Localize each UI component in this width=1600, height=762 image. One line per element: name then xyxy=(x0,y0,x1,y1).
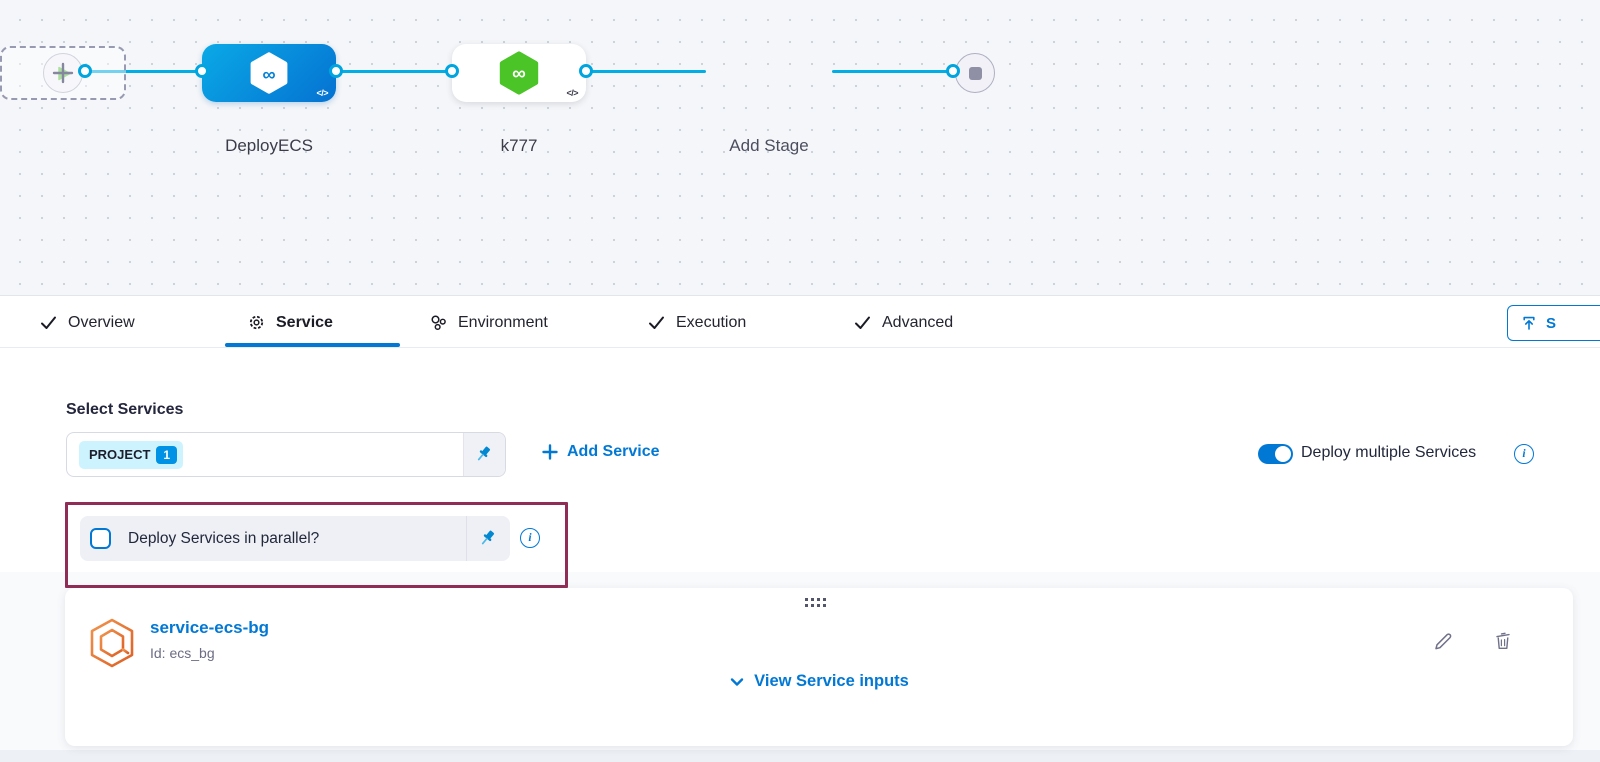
tab-label: Advanced xyxy=(882,313,954,331)
add-stage-label: Add Stage xyxy=(729,136,809,155)
check-icon xyxy=(649,316,664,329)
save-button[interactable]: S xyxy=(1507,305,1600,341)
upload-icon xyxy=(1523,316,1535,330)
view-service-inputs-button[interactable]: View Service inputs xyxy=(65,672,1573,691)
gear-icon xyxy=(249,315,264,330)
deploy-parallel-label: Deploy Services in parallel? xyxy=(128,529,320,547)
project-chip-label: PROJECT xyxy=(89,447,151,462)
edge-addstage-to-end xyxy=(832,70,953,73)
save-button-label: S xyxy=(1546,314,1557,332)
add-stage-button[interactable] xyxy=(0,46,126,100)
page-bottom-strip xyxy=(0,750,1600,762)
pin-parallel-button[interactable] xyxy=(466,516,510,561)
deploy-multiple-label: Deploy multiple Services xyxy=(1301,444,1477,461)
deploy-parallel-field: Deploy Services in parallel? xyxy=(80,516,510,561)
delete-service-button[interactable] xyxy=(1491,629,1515,653)
connector-dot xyxy=(195,64,209,78)
check-icon xyxy=(855,316,870,329)
svg-text:∞: ∞ xyxy=(262,64,275,85)
deploy-parallel-checkbox[interactable] xyxy=(90,528,111,549)
trash-icon xyxy=(1496,632,1510,649)
edit-service-button[interactable] xyxy=(1431,629,1455,653)
stage-label-k777: k777 xyxy=(500,136,538,155)
check-icon xyxy=(41,316,56,329)
plus-icon xyxy=(542,444,558,460)
tab-label: Overview xyxy=(68,313,135,331)
harness-cd-icon: ∞ xyxy=(250,52,288,94)
tab-environment[interactable]: Environment xyxy=(430,297,548,348)
project-chip[interactable]: PROJECT 1 xyxy=(79,440,184,469)
service-hexagon-icon xyxy=(90,618,134,668)
edge-k777-to-addstage xyxy=(586,70,706,73)
deploy-multiple-info-icon[interactable]: i xyxy=(1514,444,1534,464)
tab-label: Execution xyxy=(676,313,747,331)
tab-execution[interactable]: Execution xyxy=(648,297,746,348)
service-name-link[interactable]: service-ecs-bg xyxy=(150,618,270,637)
annotation-highlight-box xyxy=(65,502,568,588)
connector-dot xyxy=(78,64,92,78)
add-service-label: Add Service xyxy=(567,443,660,460)
connector-dot xyxy=(946,64,960,78)
connector-dot xyxy=(445,64,459,78)
toggle-knob xyxy=(1275,446,1291,462)
environment-icon xyxy=(431,315,446,331)
active-tab-underline xyxy=(225,343,400,347)
stage-node-k777[interactable]: ∞ </> xyxy=(452,44,586,102)
svg-text:∞: ∞ xyxy=(512,64,526,85)
pipeline-canvas: ∞ </> ∞ </> DeployECS k777 Add Stage xyxy=(0,0,1600,296)
deploy-multiple-toggle[interactable] xyxy=(1258,444,1293,464)
pin-input-button[interactable] xyxy=(463,433,505,476)
yaml-code-badge: </> xyxy=(316,88,328,98)
service-card: service-ecs-bg Id: ecs_bg View Service i… xyxy=(65,588,1573,746)
harness-cd-icon-green: ∞ xyxy=(499,51,539,95)
plus-icon xyxy=(52,62,74,84)
yaml-code-badge: </> xyxy=(566,88,578,98)
connector-dot xyxy=(579,64,593,78)
stop-icon xyxy=(968,66,982,80)
add-service-button[interactable]: Add Service xyxy=(542,443,659,461)
pin-icon xyxy=(481,530,495,545)
connector-dot xyxy=(329,64,343,78)
view-service-inputs-label: View Service inputs xyxy=(754,672,909,690)
chevron-down-icon xyxy=(730,677,744,686)
deploy-parallel-info-icon[interactable]: i xyxy=(520,528,540,548)
tab-advanced[interactable]: Advanced xyxy=(854,297,953,348)
stage-config-tabbar: Overview Service Environment Execution A… xyxy=(0,297,1600,348)
select-services-label: Select Services xyxy=(66,401,184,418)
tab-label: Environment xyxy=(458,313,548,331)
service-id: Id: ecs_bg xyxy=(150,645,215,661)
tab-overview[interactable]: Overview xyxy=(40,297,135,348)
pin-icon xyxy=(477,446,491,461)
drag-handle[interactable] xyxy=(805,598,826,607)
pencil-icon xyxy=(1435,633,1452,650)
tab-label: Service xyxy=(276,313,333,331)
edge-start-to-deployecs xyxy=(85,70,202,73)
select-services-input[interactable]: PROJECT 1 xyxy=(66,432,506,477)
stage-label-deployecs: DeployECS xyxy=(225,136,313,155)
stage-node-deployecs[interactable]: ∞ </> xyxy=(202,44,336,102)
project-chip-count: 1 xyxy=(156,445,178,464)
edge-deployecs-to-k777 xyxy=(336,70,452,73)
tab-service[interactable]: Service xyxy=(248,297,333,348)
pipeline-end-node xyxy=(955,53,995,93)
